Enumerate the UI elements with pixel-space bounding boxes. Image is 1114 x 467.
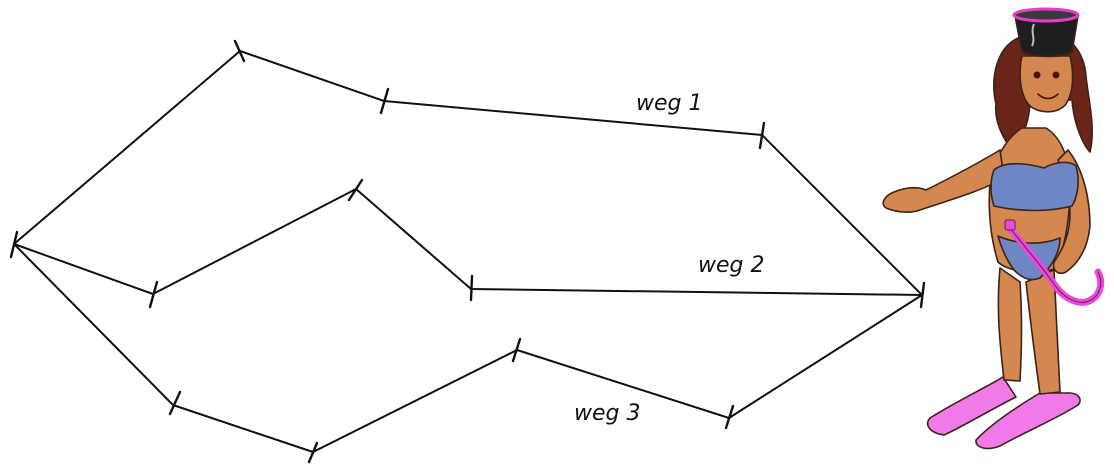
left-leg: [997, 267, 1023, 382]
smile: [1037, 93, 1059, 100]
waypoint-marker: [724, 404, 735, 430]
waypoint-marker: [511, 337, 522, 363]
left-fin-icon: [926, 376, 1017, 436]
route-weg-3-line: [13, 243, 923, 453]
right-eye: [1052, 71, 1060, 79]
route-weg-3: weg 3: [13, 243, 923, 464]
snorkel-outline: [1009, 227, 1102, 303]
snorkel-diver-illustration: [882, 7, 1105, 450]
end-point-marker: [919, 281, 926, 309]
extended-arm: [882, 149, 1005, 213]
waypoint-marker: [307, 441, 319, 464]
right-fin-icon: [975, 392, 1081, 450]
waypoint-marker: [379, 87, 390, 115]
waypoint-marker: [469, 274, 474, 302]
waypoint-marker: [168, 390, 182, 416]
route-weg-1-line: [13, 50, 923, 296]
face: [1019, 55, 1074, 113]
swimsuit-top: [990, 161, 1079, 212]
route-weg-2-line: [13, 188, 923, 296]
start-point-marker: [9, 230, 19, 259]
waypoint-marker: [347, 178, 364, 202]
mask-shine: [1031, 23, 1035, 47]
mask-rim: [1012, 7, 1080, 23]
waypoint-marker: [233, 39, 246, 63]
route-label-weg-2: weg 2: [698, 253, 764, 278]
waypoint-marker: [148, 280, 159, 309]
diving-mask-icon: [1014, 15, 1079, 58]
waypoint-marker: [758, 121, 766, 150]
route-label-weg-3: weg 3: [574, 401, 640, 426]
left-eye: [1033, 71, 1041, 79]
route-label-weg-1: weg 1: [636, 91, 702, 116]
right-leg: [1025, 269, 1061, 395]
snorkel-tip: [1004, 219, 1016, 231]
route-weg-1: weg 1: [13, 39, 923, 296]
route-weg-2: weg 2: [13, 178, 923, 309]
